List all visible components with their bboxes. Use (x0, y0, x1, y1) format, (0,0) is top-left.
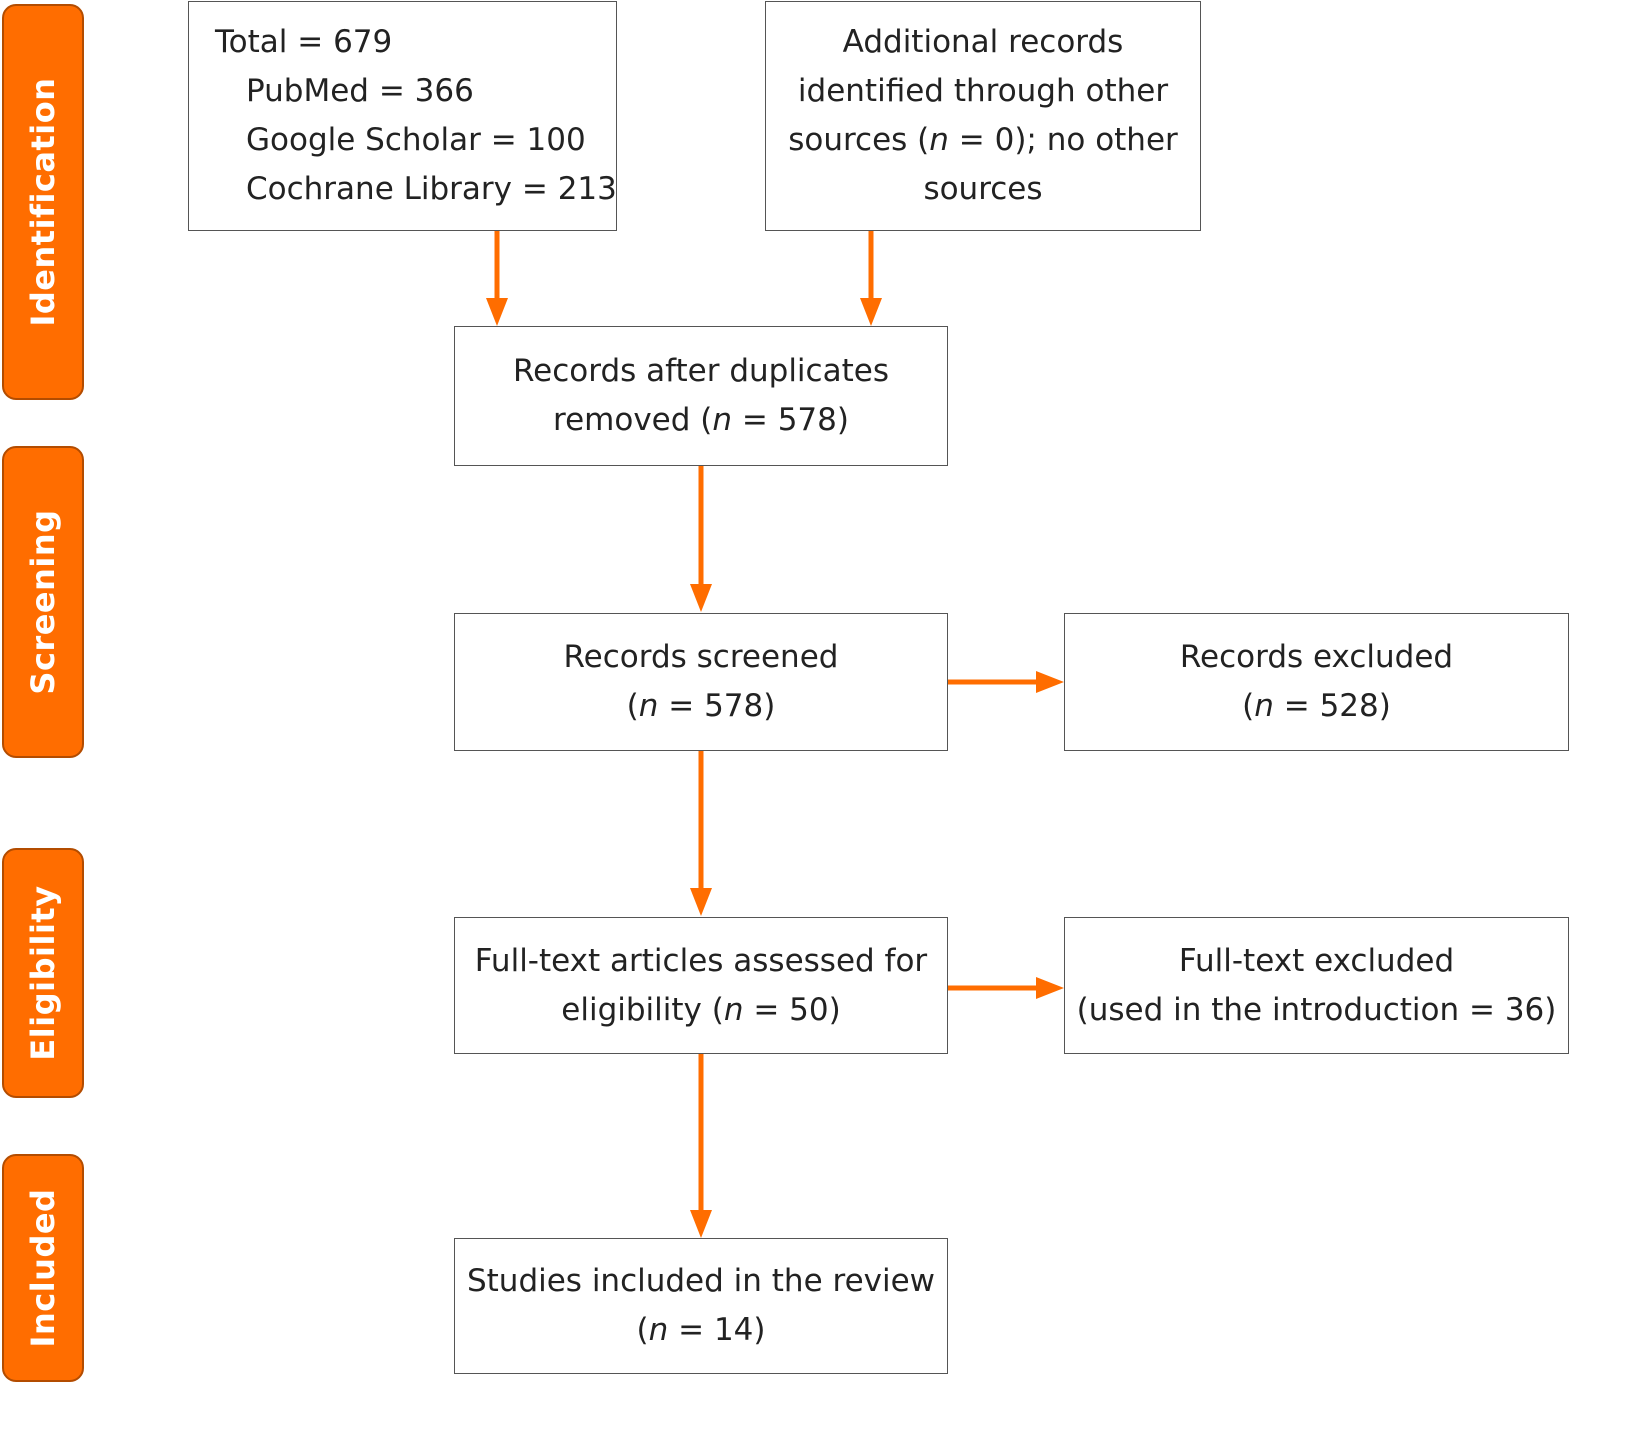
records-screened-box: Records screened (n = 578) (454, 613, 948, 751)
duplicates-count: = 578) (732, 402, 849, 438)
n-symbol: n (712, 402, 733, 438)
pubmed-records: PubMed = 366 (246, 73, 474, 109)
phase-screening: Screening (2, 446, 84, 758)
studies-included-box: Studies included in the review (n = 14) (454, 1238, 948, 1374)
fulltext-count: = 50) (743, 991, 841, 1028)
fulltext-excluded-line1: Full-text excluded (1178, 942, 1455, 979)
phase-included: Included (2, 1154, 84, 1382)
arrowhead-fulltext (690, 888, 712, 916)
included-count: = 14) (668, 1312, 766, 1348)
fulltext-line1: Full-text articles assessed for (474, 942, 928, 979)
fulltext-excluded-box: Full-text excluded (used in the introduc… (1064, 917, 1569, 1054)
database-records-box: Total = 679 PubMed = 366 Google Scholar … (188, 1, 617, 231)
fulltext-excluded-line2: (used in the introduction = 36) (1076, 991, 1557, 1028)
arrowhead-database (486, 298, 508, 326)
other-sources-line1: Additional records (842, 24, 1124, 60)
total-records: Total = 679 (215, 24, 393, 60)
screened-pre: ( (626, 688, 639, 724)
excluded-pre: ( (1242, 688, 1255, 724)
included-pre: ( (636, 1312, 649, 1348)
fulltext-assessed-box: Full-text articles assessed for eligibil… (454, 917, 948, 1054)
n-symbol: n (723, 991, 744, 1028)
excluded-line2: (n = 528) (1242, 682, 1391, 731)
phase-identification: Identification (2, 4, 84, 400)
screened-line2: (n = 578) (627, 682, 776, 731)
fulltext-pre: eligibility ( (561, 991, 724, 1028)
arrowhead-duplicates (690, 584, 712, 612)
arrowhead-excluded (1036, 671, 1064, 693)
other-sources-line2: identified through other (797, 73, 1169, 109)
google-scholar-records: Google Scholar = 100 (246, 122, 586, 158)
arrowhead-fulltext-excluded (1036, 977, 1064, 999)
other-sources-pre: sources ( (788, 122, 930, 158)
included-line2: (n = 14) (637, 1306, 766, 1355)
screened-count: = 578) (658, 688, 776, 724)
n-symbol: n (648, 1312, 669, 1348)
screened-line1: Records screened (563, 639, 839, 675)
other-sources-line4: sources (923, 171, 1043, 207)
included-line1: Studies included in the review (466, 1263, 936, 1299)
phase-eligibility: Eligibility (2, 848, 84, 1098)
arrowhead-included (690, 1210, 712, 1238)
duplicates-line2: removed (n = 578) (553, 396, 849, 445)
duplicates-removed-box: Records after duplicates removed (n = 57… (454, 326, 948, 466)
fulltext-line2: eligibility (n = 50) (561, 986, 840, 1035)
other-sources-line3: sources (n = 0); no other (788, 116, 1178, 165)
duplicates-line1: Records after duplicates (513, 353, 889, 389)
records-excluded-box: Records excluded (n = 528) (1064, 613, 1569, 751)
n-symbol: n (638, 688, 659, 724)
other-sources-box: Additional records identified through ot… (765, 1, 1201, 231)
excluded-count: = 528) (1273, 688, 1391, 724)
arrowhead-other (860, 298, 882, 326)
duplicates-pre: removed ( (553, 402, 713, 438)
cochrane-records: Cochrane Library = 213 (246, 171, 617, 207)
other-sources-count: = 0); no other (948, 122, 1178, 158)
excluded-line1: Records excluded (1179, 639, 1454, 675)
n-symbol: n (929, 122, 949, 158)
n-symbol: n (1254, 688, 1274, 724)
